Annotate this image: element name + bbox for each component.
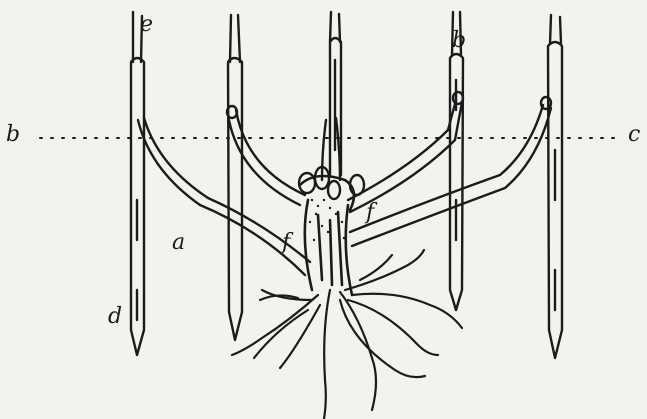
label-d: d <box>108 306 122 328</box>
label-b-left: b <box>6 124 20 146</box>
stake-5 <box>548 15 562 358</box>
label-b-top: b <box>452 30 466 52</box>
stake-1 <box>131 12 144 355</box>
label-e: e <box>140 14 153 36</box>
vine-roots <box>232 250 462 419</box>
label-a: a <box>172 232 185 254</box>
stake-4 <box>450 12 463 310</box>
label-f-right: f <box>366 202 374 224</box>
label-f-left: f <box>282 232 290 254</box>
vine-arm-left <box>227 106 305 205</box>
stake-2 <box>228 15 242 340</box>
spur-knobs <box>299 167 364 199</box>
label-c: c <box>628 124 640 146</box>
